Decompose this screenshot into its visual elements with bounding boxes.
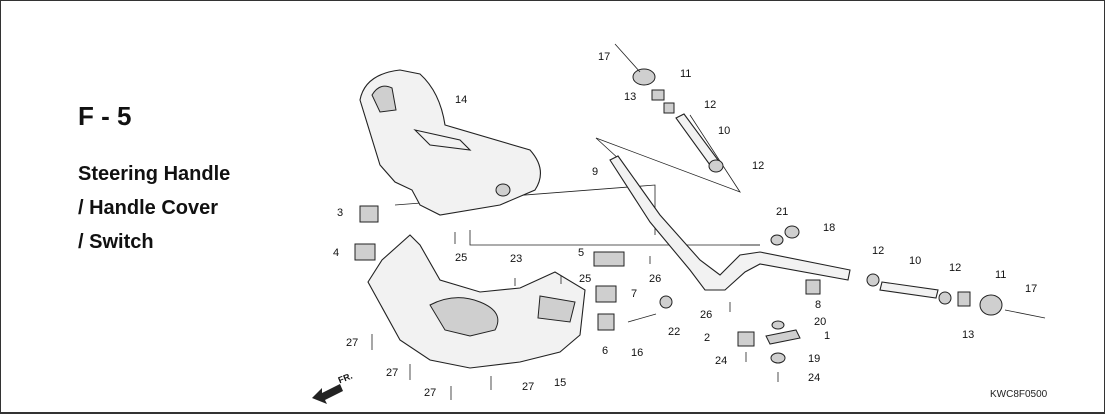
callout-15: 15 — [554, 377, 566, 389]
title-line-3: / Switch — [78, 231, 154, 253]
callout-1: 1 — [824, 330, 830, 342]
callout-23: 23 — [510, 253, 522, 265]
callout-27: 27 — [386, 367, 398, 379]
left-grip-bar — [614, 43, 724, 173]
callout-7: 7 — [631, 288, 637, 300]
callout-27: 27 — [346, 337, 358, 349]
title-line-1: Steering Handle — [78, 163, 231, 185]
callout-12: 12 — [949, 262, 961, 274]
callout-10: 10 — [718, 125, 730, 137]
callout-25: 25 — [455, 252, 467, 264]
callout-labels: 17 11 13 12 10 12 9 14 3 4 25 5 26 23 25 7 22 6 16 26 2 24 21 1… — [333, 51, 1037, 399]
callout-22: 22 — [668, 326, 680, 338]
callout-17: 17 — [1025, 283, 1037, 295]
callout-9: 9 — [592, 166, 598, 178]
callout-26: 26 — [649, 273, 661, 285]
callout-3: 3 — [337, 207, 343, 219]
callout-18: 18 — [823, 222, 835, 234]
callout-24: 24 — [715, 355, 727, 367]
callout-24: 24 — [808, 372, 820, 384]
callout-12: 12 — [704, 99, 716, 111]
title-line-2: / Handle Cover — [78, 197, 219, 219]
callout-12: 12 — [752, 160, 764, 172]
callout-10: 10 — [909, 255, 921, 267]
screws — [371, 232, 779, 400]
callout-20: 20 — [814, 316, 826, 328]
front-direction-arrow — [312, 384, 343, 404]
callout-11: 11 — [680, 68, 691, 80]
callout-19: 19 — [808, 353, 820, 365]
callout-25: 25 — [579, 273, 591, 285]
callout-4: 4 — [333, 247, 339, 259]
callout-5: 5 — [578, 247, 584, 259]
small-components — [354, 205, 821, 364]
handle-pipe — [609, 155, 851, 291]
callout-2: 2 — [704, 332, 710, 344]
callout-13: 13 — [962, 329, 974, 341]
callout-17: 17 — [598, 51, 610, 63]
reference-code: KWC8F0500 — [990, 389, 1048, 400]
callout-26: 26 — [700, 309, 712, 321]
upper-handle-cover — [359, 69, 541, 216]
callout-21: 21 — [776, 206, 788, 218]
callout-11: 11 — [995, 269, 1006, 281]
callout-14: 14 — [455, 94, 467, 106]
callout-12: 12 — [872, 245, 884, 257]
callout-8: 8 — [815, 299, 821, 311]
callout-27: 27 — [522, 381, 534, 393]
lower-handle-cover — [367, 234, 586, 369]
callout-13: 13 — [624, 91, 636, 103]
section-code: F - 5 — [78, 101, 132, 131]
callout-6: 6 — [602, 345, 608, 357]
callout-27: 27 — [424, 387, 436, 399]
callout-16: 16 — [631, 347, 643, 359]
right-grip-bar — [866, 273, 1046, 319]
assembly-guide-lines — [394, 114, 760, 246]
